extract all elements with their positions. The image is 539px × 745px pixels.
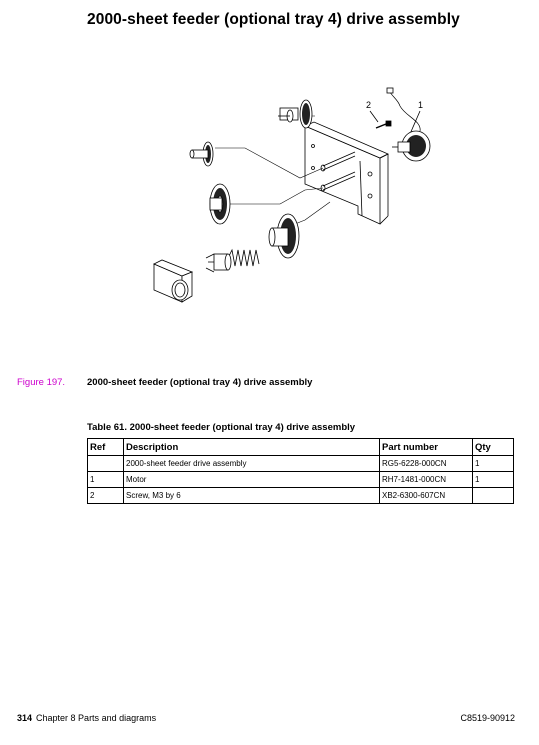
page-number: 314 xyxy=(17,713,33,723)
cell-part-number: XB2-6300-607CN xyxy=(379,487,473,504)
cell-part-number: RG5-6228-000CN xyxy=(379,455,473,472)
table-row: 2 Screw, M3 by 6 XB2-6300-607CN xyxy=(87,487,514,504)
cell-qty: 1 xyxy=(472,471,514,488)
figure-title: 2000-sheet feeder (optional tray 4) driv… xyxy=(87,377,313,388)
table-row: 2000-sheet feeder drive assembly RG5-622… xyxy=(87,455,514,472)
chapter-title: Chapter 8 Parts and diagrams xyxy=(36,713,157,723)
table-title: Table 61. 2000-sheet feeder (optional tr… xyxy=(87,422,356,433)
figure-caption: Figure 197. 2000-sheet feeder (optional t… xyxy=(17,377,312,388)
header-qty: Qty xyxy=(472,438,514,456)
table-row: 1 Motor RH7-1481-000CN 1 xyxy=(87,471,514,488)
gear-lower xyxy=(268,213,300,259)
document-id: C8519-90912 xyxy=(460,713,515,723)
screw xyxy=(375,120,392,129)
frame-plate xyxy=(303,121,389,225)
cell-part-number: RH7-1481-000CN xyxy=(379,471,473,488)
header-description: Description xyxy=(123,438,380,456)
header-ref: Ref xyxy=(87,438,124,456)
callout-2: 2 xyxy=(366,100,371,110)
callout-1: 1 xyxy=(418,100,423,110)
cell-ref: 2 xyxy=(87,487,124,504)
cell-description: Screw, M3 by 6 xyxy=(123,487,380,504)
parts-table: Ref Description Part number Qty 2000-she… xyxy=(87,438,514,504)
gear-top xyxy=(278,99,313,129)
clutch xyxy=(205,253,232,273)
cell-qty xyxy=(472,487,514,504)
cell-description: 2000-sheet feeder drive assembly xyxy=(123,455,380,472)
cell-qty: 1 xyxy=(472,455,514,472)
cell-description: Motor xyxy=(123,471,380,488)
figure-label: Figure 197. xyxy=(17,377,66,388)
gear-mid xyxy=(209,183,231,225)
page-heading: 2000-sheet feeder (optional tray 4) driv… xyxy=(87,11,460,28)
cell-ref: 1 xyxy=(87,471,124,488)
cell-ref xyxy=(87,455,124,472)
header-part-number: Part number xyxy=(379,438,473,456)
table-header-row: Ref Description Part number Qty xyxy=(87,438,514,456)
housing-bottom xyxy=(153,259,194,303)
gear-left-small xyxy=(189,141,214,167)
spring xyxy=(227,248,260,267)
motor xyxy=(386,87,431,162)
drive-assembly-diagram: 2 1 xyxy=(153,87,431,303)
